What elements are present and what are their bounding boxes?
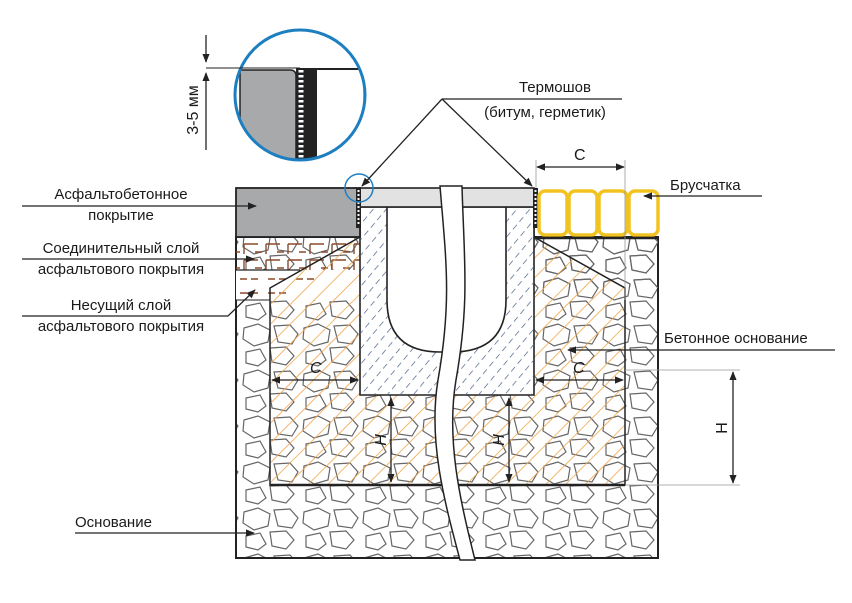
label-asphalt-2: покрытие [88, 207, 154, 224]
asphalt-surface [235, 187, 361, 238]
label-paving: Брусчатка [670, 177, 741, 194]
label-binder-layer: Соединительный слой [43, 240, 200, 257]
dimension-h-right: H [714, 422, 731, 434]
dimension-h-left: H [373, 434, 390, 446]
gap-dimension-label: 3-5 мм [185, 85, 202, 135]
dimension-c-right: C [573, 360, 585, 377]
label-asphalt: Асфальтобетонное [54, 186, 187, 203]
detail-marker-circle [344, 173, 374, 203]
thermal-joint-left [356, 188, 361, 228]
paving-stones [537, 189, 660, 237]
thermal-joint-right [533, 188, 538, 228]
dimension-c-top: C [574, 147, 586, 164]
label-binder-layer-2: асфальтового покрытия [38, 261, 204, 278]
label-foundation: Основание [75, 514, 152, 531]
section-break [434, 185, 476, 561]
dimension-c-left: C [310, 360, 322, 377]
label-thermal-joint-materials: (битум, герметик) [484, 104, 606, 121]
dimension-h-mid: H [491, 434, 508, 446]
label-thermal-joint: Термошов [519, 79, 591, 96]
label-base-layer: Несущий слой [71, 297, 172, 314]
label-concrete-base: Бетонное основание [664, 330, 808, 347]
magnified-detail [235, 68, 365, 160]
label-base-layer-2: асфальтового покрытия [38, 318, 204, 335]
